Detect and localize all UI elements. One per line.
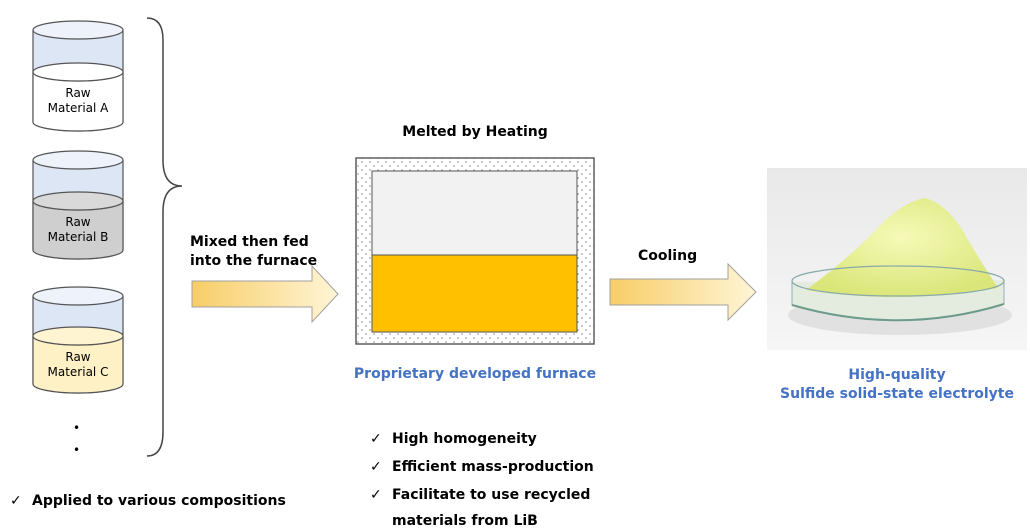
check-various-compositions: ✓ Applied to various compositions [10,493,286,509]
label-line: Raw [65,215,91,229]
powder-pile [806,198,998,298]
label-line: Sulfide solid-state electrolyte [780,386,1014,402]
raw-material-a-label: Raw Material A [38,86,118,116]
raw-material-c-label: Raw Material C [38,350,118,380]
label-line: Material A [47,101,109,115]
check-icon: ✓ [370,459,382,475]
raw-material-b-container [32,150,124,260]
curly-brace [146,17,183,457]
label-line: Material B [47,230,109,244]
raw-material-a-container [32,20,124,132]
check-recycled-continuation: materials from LiB [392,513,538,529]
heat-label: Melted by Heating [402,124,548,140]
furnace-caption: Proprietary developed furnace [353,366,597,382]
check-text: Applied to various compositions [32,493,286,509]
raw-material-c-container [32,286,124,394]
ellipsis-dot: • [73,421,81,435]
label-line: Raw [65,86,91,100]
label-line: Mixed then fed [190,234,309,250]
feed-arrow [191,264,339,324]
check-icon: ✓ [10,493,22,509]
check-homogeneity: ✓ High homogeneity [370,431,537,447]
ellipsis-dot: • [73,443,81,457]
check-mass-production: ✓ Efficient mass-production [370,459,594,475]
check-icon: ✓ [370,431,382,447]
electrolyte-photo [767,168,1027,350]
check-recycled: ✓ Facilitate to use recycled [370,487,590,503]
label-line: Material C [47,365,109,379]
check-text: High homogeneity [392,431,537,447]
cooling-arrow [609,262,757,322]
product-caption: High-quality Sulfide solid-state electro… [767,366,1027,404]
label-line: into the furnace [190,253,318,269]
cool-label: Cooling [638,248,698,264]
check-icon: ✓ [370,487,382,503]
furnace [355,157,595,345]
mix-label: Mixed then fed into the furnace [190,233,317,271]
label-line: High-quality [848,367,946,383]
check-text: Efficient mass-production [392,459,594,475]
molten-material [371,254,578,333]
raw-material-b-label: Raw Material B [38,215,118,245]
label-line: Raw [65,350,91,364]
check-text: Facilitate to use recycled [392,487,591,503]
